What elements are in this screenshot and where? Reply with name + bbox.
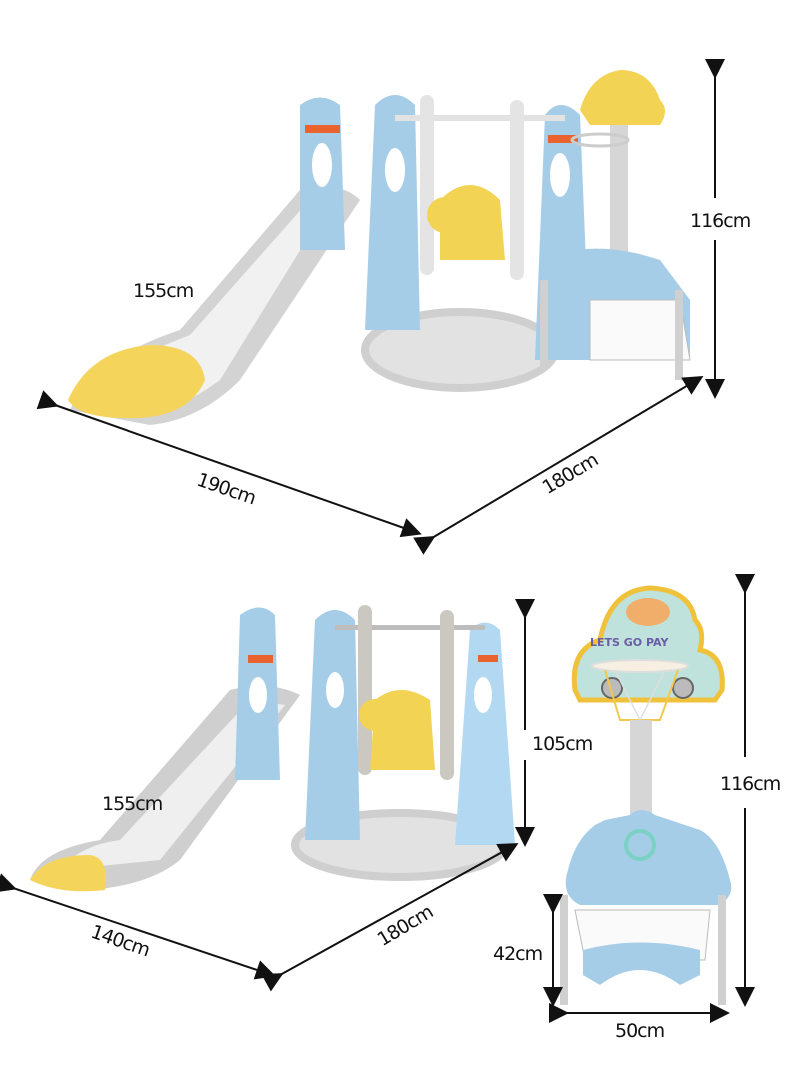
bl-height-label: 105cm	[532, 733, 593, 755]
bottom-left-playset-illustration	[30, 605, 515, 892]
backboard-text: LETS GO PAY	[590, 636, 669, 649]
top-depth-arrow	[413, 375, 704, 555]
bl-depth-arrow	[261, 843, 519, 992]
top-width-arrow	[36, 390, 422, 538]
br-goal-width-label: 50cm	[615, 1020, 665, 1042]
br-goal-height-label: 42cm	[493, 943, 543, 965]
bl-slide-length-label: 155cm	[102, 793, 163, 815]
top-height-label: 116cm	[690, 210, 751, 232]
bl-width-arrow	[0, 873, 276, 980]
top-playset-illustration	[68, 70, 691, 425]
br-hoop-height-label: 116cm	[720, 773, 781, 795]
basketball-goal-illustration	[560, 585, 732, 1005]
top-slide-length-label: 155cm	[133, 280, 194, 302]
